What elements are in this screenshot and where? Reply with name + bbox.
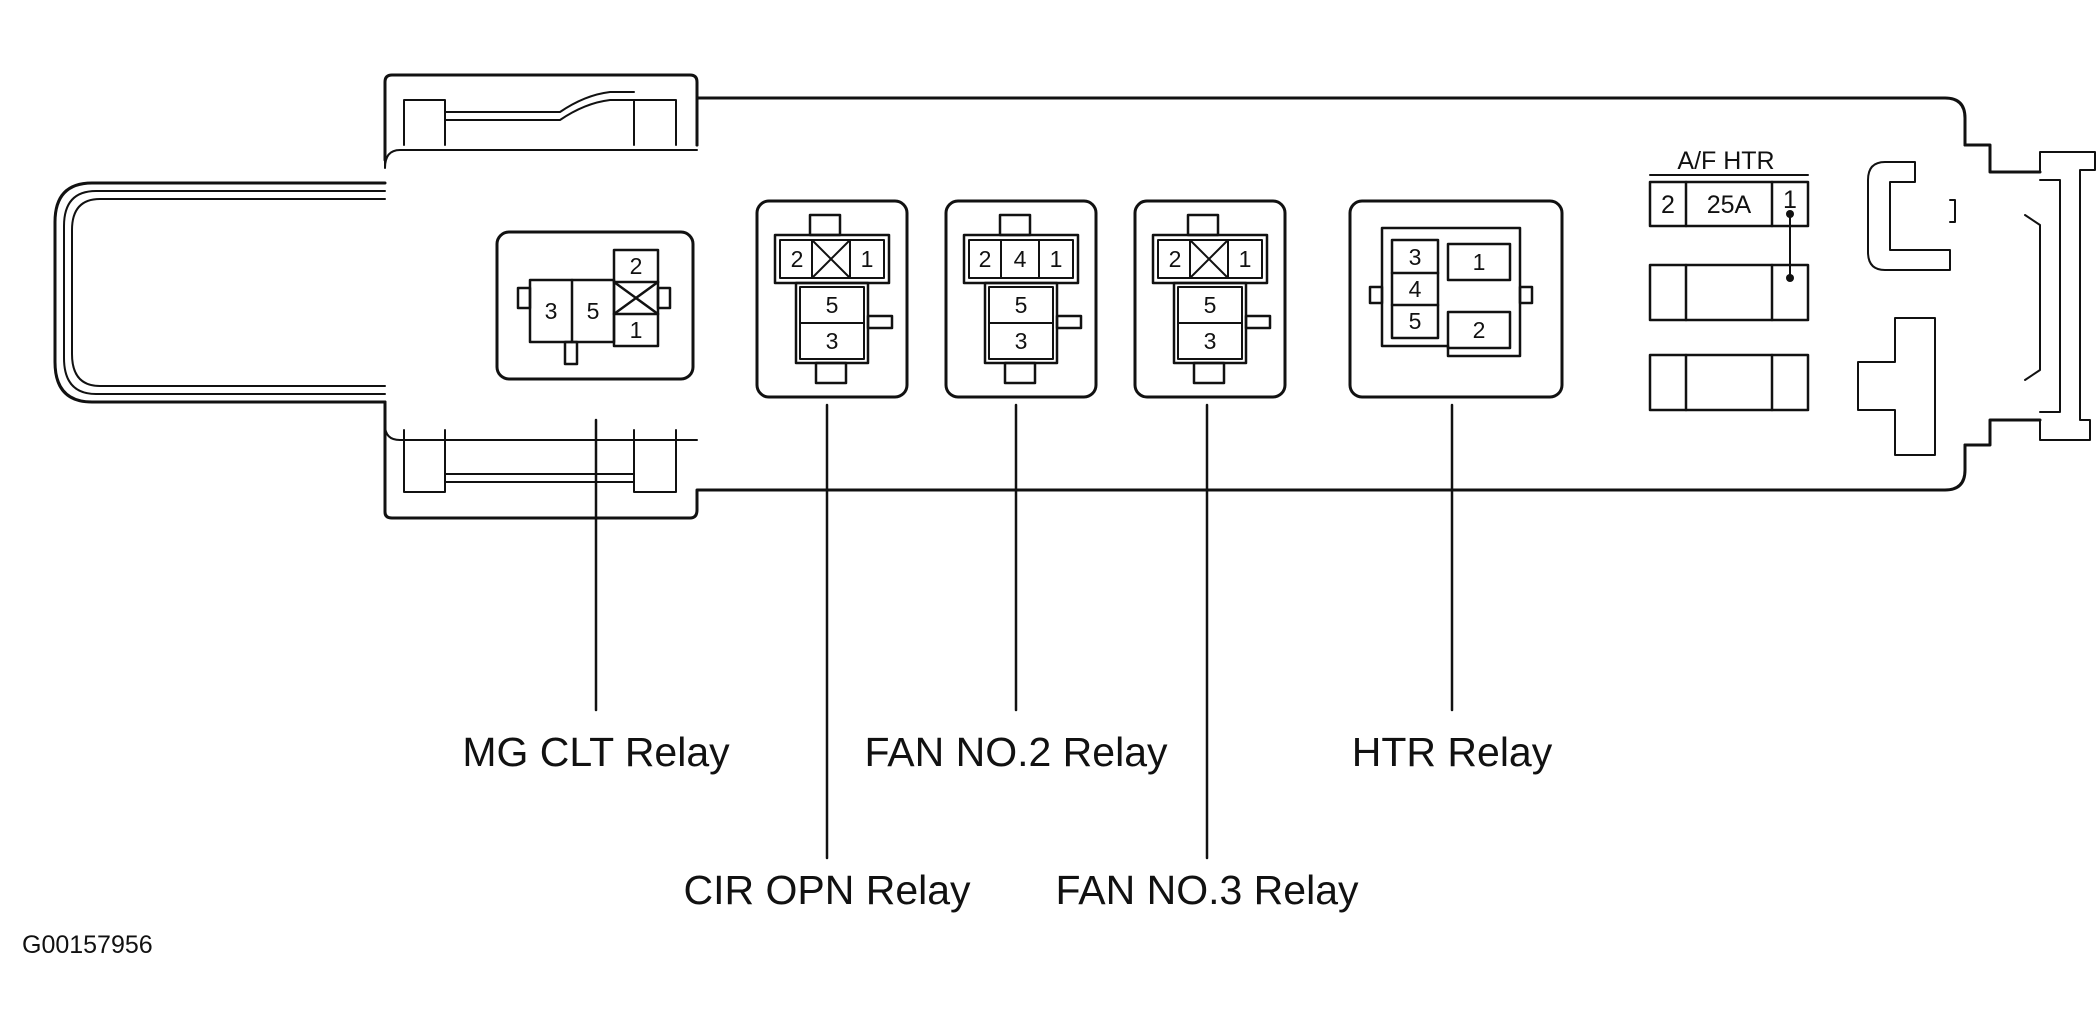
cir-opn-pin-2: 2 (791, 246, 804, 272)
af-htr-fuse: A/F HTR 2 25A 1 (1648, 147, 1810, 412)
fan-no2-pin-1: 1 (1050, 246, 1063, 272)
label-cir-opn-relay: CIR OPN Relay (683, 867, 971, 913)
fan-no2-relay: 2 4 1 5 3 (944, 199, 1098, 712)
label-fan-no3-relay: FAN NO.3 Relay (1055, 867, 1359, 913)
cir-opn-pin-5: 5 (826, 292, 839, 318)
mg-clt-pin-5: 5 (587, 298, 600, 324)
htr-pin-5: 5 (1409, 308, 1422, 334)
fan-no2-pin-3: 3 (1015, 328, 1028, 354)
label-htr-relay: HTR Relay (1352, 729, 1553, 775)
cir-opn-pin-3: 3 (826, 328, 839, 354)
relay-block-housing (53, 73, 2096, 520)
htr-pin-3: 3 (1409, 244, 1422, 270)
fan-no3-pin-3: 3 (1204, 328, 1217, 354)
mg-clt-relay: 3 5 2 1 (495, 230, 695, 712)
fan-no3-pin-2: 2 (1169, 246, 1182, 272)
label-fan-no2-relay: FAN NO.2 Relay (864, 729, 1168, 775)
fuse-rating: 25A (1707, 191, 1752, 219)
fuse-pin-1: 1 (1783, 186, 1797, 214)
mg-clt-pin-1: 1 (630, 317, 643, 343)
label-mg-clt-relay: MG CLT Relay (462, 729, 730, 775)
mg-clt-pin-3: 3 (545, 298, 558, 324)
mg-clt-pin-2: 2 (630, 253, 643, 279)
cir-opn-relay: 2 1 5 3 (755, 199, 909, 860)
fuse-pin-2: 2 (1661, 191, 1675, 219)
htr-pin-4: 4 (1409, 276, 1422, 302)
fuse-name: A/F HTR (1677, 147, 1774, 175)
htr-relay: 3 4 5 1 2 (1348, 199, 1564, 712)
fan-no3-pin-1: 1 (1239, 246, 1252, 272)
fan-no3-pin-5: 5 (1204, 292, 1217, 318)
figure-code: G00157956 (22, 931, 153, 959)
fan-no2-pin-4: 4 (1014, 246, 1027, 272)
htr-pin-1: 1 (1473, 249, 1486, 275)
fan-no3-relay: 2 1 5 3 (1133, 199, 1287, 860)
fan-no2-pin-2: 2 (979, 246, 992, 272)
htr-pin-2: 2 (1473, 317, 1486, 343)
fan-no2-pin-5: 5 (1015, 292, 1028, 318)
cir-opn-pin-1: 1 (861, 246, 874, 272)
